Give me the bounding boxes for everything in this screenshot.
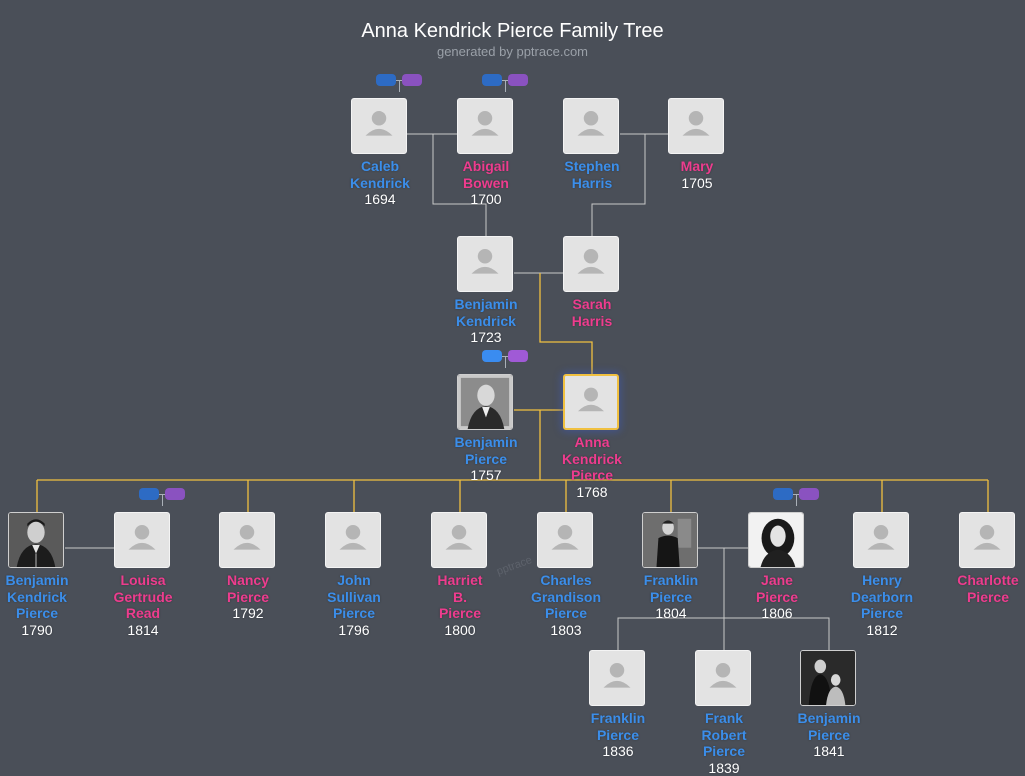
person-placeholder-icon[interactable] bbox=[589, 650, 645, 706]
person-placeholder-icon[interactable] bbox=[325, 512, 381, 568]
person-placeholder-icon[interactable] bbox=[457, 98, 513, 154]
person-placeholder-icon[interactable] bbox=[959, 512, 1015, 568]
birth-year: 1700 bbox=[470, 191, 502, 207]
father-toggle[interactable] bbox=[482, 74, 502, 86]
father-toggle[interactable] bbox=[482, 350, 502, 362]
portrait-photo[interactable] bbox=[800, 650, 856, 706]
parents-toggle[interactable] bbox=[773, 488, 825, 506]
mother-toggle[interactable] bbox=[402, 74, 422, 86]
person-placeholder-icon[interactable] bbox=[114, 512, 170, 568]
person-placeholder-icon[interactable] bbox=[668, 98, 724, 154]
portrait-photo[interactable] bbox=[748, 512, 804, 568]
birth-year: 1839 bbox=[708, 759, 740, 776]
portrait-photo[interactable] bbox=[457, 374, 513, 430]
page-subtitle: generated by pptrace.com bbox=[436, 44, 589, 59]
parents-toggle[interactable] bbox=[139, 488, 191, 506]
mother-toggle[interactable] bbox=[165, 488, 185, 500]
birth-year: 1694 bbox=[364, 191, 396, 207]
person-placeholder-icon[interactable] bbox=[563, 374, 619, 430]
parents-toggle[interactable] bbox=[482, 74, 534, 92]
birth-year: 1814 bbox=[127, 621, 159, 638]
birth-year: 1723 bbox=[470, 329, 502, 345]
father-toggle[interactable] bbox=[376, 74, 396, 86]
person-placeholder-icon[interactable] bbox=[537, 512, 593, 568]
parents-toggle[interactable] bbox=[376, 74, 428, 92]
birth-year: 1841 bbox=[813, 743, 845, 759]
person-placeholder-icon[interactable] bbox=[695, 650, 751, 706]
birth-year: 1800 bbox=[444, 621, 476, 638]
birth-year: 1804 bbox=[655, 605, 687, 621]
birth-year: 1790 bbox=[21, 621, 53, 638]
portrait-photo[interactable] bbox=[8, 512, 64, 568]
birth-year: 1757 bbox=[470, 467, 502, 483]
mother-toggle[interactable] bbox=[508, 74, 528, 86]
father-toggle[interactable] bbox=[139, 488, 159, 500]
father-toggle[interactable] bbox=[773, 488, 793, 500]
parents-toggle[interactable] bbox=[482, 350, 534, 368]
page-title: Anna Kendrick Pierce Family Tree bbox=[361, 20, 664, 42]
birth-year: 1705 bbox=[681, 174, 713, 191]
person-placeholder-icon[interactable] bbox=[563, 236, 619, 292]
portrait-photo[interactable] bbox=[642, 512, 698, 568]
person-placeholder-icon[interactable] bbox=[563, 98, 619, 154]
person-placeholder-icon[interactable] bbox=[853, 512, 909, 568]
birth-year: 1792 bbox=[232, 605, 264, 621]
person-placeholder-icon[interactable] bbox=[219, 512, 275, 568]
birth-year: 1768 bbox=[576, 483, 608, 500]
birth-year: 1836 bbox=[602, 743, 634, 759]
person-placeholder-icon[interactable] bbox=[457, 236, 513, 292]
birth-year: 1796 bbox=[338, 621, 370, 638]
birth-year: 1806 bbox=[761, 605, 793, 621]
birth-year: 1803 bbox=[550, 621, 582, 638]
person-placeholder-icon[interactable] bbox=[351, 98, 407, 154]
person-placeholder-icon[interactable] bbox=[431, 512, 487, 568]
mother-toggle[interactable] bbox=[508, 350, 528, 362]
birth-year: 1812 bbox=[866, 621, 898, 638]
mother-toggle[interactable] bbox=[799, 488, 819, 500]
